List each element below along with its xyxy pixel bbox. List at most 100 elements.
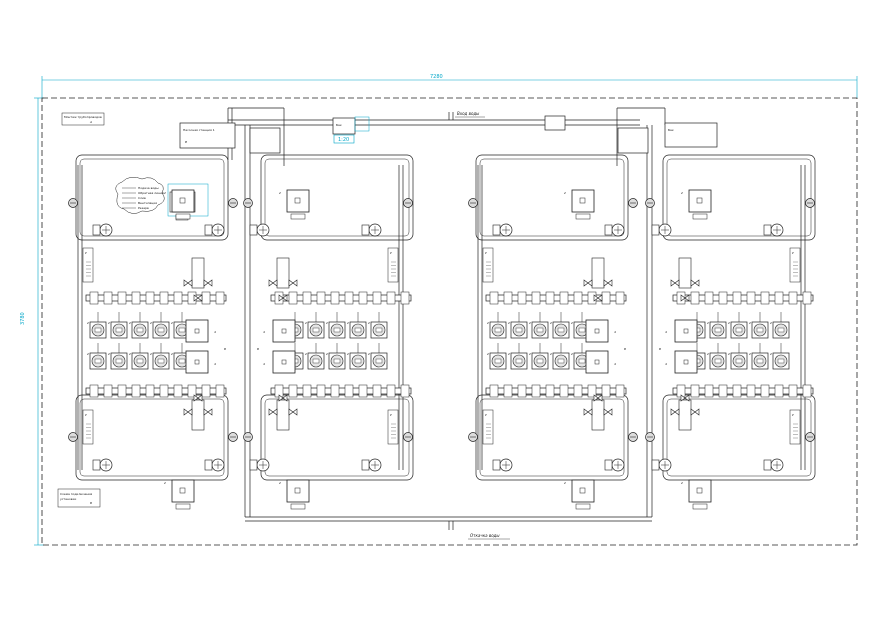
filter-number: 2 bbox=[728, 352, 730, 356]
tank-number: 2 bbox=[681, 481, 683, 485]
filter-core bbox=[494, 358, 502, 364]
block-letter: Б bbox=[257, 347, 259, 351]
manifold-tap bbox=[746, 384, 756, 398]
return-manifold bbox=[485, 387, 627, 395]
pump-cross bbox=[614, 461, 622, 469]
manifold-tap bbox=[145, 384, 155, 398]
manifold-tap bbox=[774, 291, 784, 305]
manifold-tap bbox=[215, 291, 225, 305]
motor-icon bbox=[492, 224, 501, 236]
gate-valve-icon bbox=[278, 394, 288, 402]
sheet-border bbox=[41, 97, 858, 546]
callout-line-text: Резерв bbox=[138, 206, 149, 210]
filter-core bbox=[714, 327, 722, 333]
cell-number: 4 bbox=[665, 362, 667, 366]
filter-number: 2 bbox=[368, 321, 370, 325]
motor-icon bbox=[249, 224, 258, 236]
control-port bbox=[194, 328, 200, 334]
motor-icon bbox=[361, 224, 370, 236]
riser-assembly bbox=[191, 399, 205, 431]
pump-station-right-label: Бак bbox=[668, 128, 674, 132]
outlet-label: Откачка воды bbox=[470, 533, 500, 538]
pipe-loop bbox=[662, 154, 816, 241]
gate-valve-icon bbox=[603, 408, 613, 416]
tank-number: 2 bbox=[681, 191, 683, 195]
manifold-tap bbox=[704, 384, 714, 398]
pump-cross bbox=[214, 461, 222, 469]
pump-station-label: Насосная станция 1 bbox=[183, 128, 215, 132]
supply-manifold bbox=[270, 294, 412, 302]
manifold-tap bbox=[344, 384, 354, 398]
gate-valve-icon bbox=[593, 294, 603, 302]
filter-core bbox=[557, 358, 565, 364]
bottom-left-note: Схема подключения установки Б bbox=[57, 488, 101, 508]
filter-core bbox=[536, 358, 544, 364]
filter-core bbox=[557, 327, 565, 333]
manifold-tap bbox=[517, 291, 527, 305]
top-left-note-id: А bbox=[89, 120, 92, 124]
tank-number: 2 bbox=[279, 481, 281, 485]
filter-number: 2 bbox=[571, 321, 573, 325]
legend-id: У bbox=[485, 251, 487, 255]
manifold-tap bbox=[774, 384, 784, 398]
legend-id: У bbox=[792, 413, 794, 417]
tank-port bbox=[294, 197, 301, 204]
pump-station-left: Насосная станция 1 В bbox=[179, 122, 281, 154]
return-manifold bbox=[270, 387, 412, 395]
filter-number: 2 bbox=[508, 321, 510, 325]
tank-valve bbox=[290, 503, 306, 510]
motor-icon bbox=[92, 224, 101, 236]
manifold-tap bbox=[131, 291, 141, 305]
tank-number: 2 bbox=[164, 481, 166, 485]
filter-core bbox=[333, 358, 341, 364]
pump-cross bbox=[102, 226, 110, 234]
pump-cross bbox=[773, 226, 781, 234]
pump-cross bbox=[614, 226, 622, 234]
motor-icon bbox=[92, 459, 101, 471]
pump-cross bbox=[661, 226, 669, 234]
pipe-loop-inner bbox=[264, 398, 410, 477]
filter-number: 2 bbox=[529, 352, 531, 356]
motor-icon bbox=[763, 224, 772, 236]
riser-assembly bbox=[678, 257, 692, 289]
header-pipes bbox=[227, 107, 666, 530]
top-left-note-text: Монтаж трубопроводов bbox=[64, 115, 102, 119]
manifold-tap bbox=[559, 384, 569, 398]
filter-number: 2 bbox=[571, 352, 573, 356]
motor-icon bbox=[763, 459, 772, 471]
pump-station-right: Бак bbox=[617, 122, 718, 154]
pipe-loop bbox=[475, 154, 629, 241]
cell-number: 4 bbox=[263, 362, 265, 366]
manifold-tap bbox=[545, 384, 555, 398]
filter-number: 2 bbox=[129, 321, 131, 325]
tank-port bbox=[579, 487, 586, 494]
pipe-loop-inner bbox=[79, 158, 225, 237]
gate-valve-icon bbox=[680, 294, 690, 302]
filter-number: 2 bbox=[171, 352, 173, 356]
tank-port bbox=[294, 487, 301, 494]
filter-core bbox=[312, 358, 320, 364]
gate-valve-icon bbox=[268, 279, 278, 287]
tank-port bbox=[696, 197, 703, 204]
filter-number: 2 bbox=[305, 321, 307, 325]
filter-number: 2 bbox=[487, 321, 489, 325]
cell-number: 4 bbox=[263, 330, 265, 334]
riser-assembly bbox=[591, 399, 605, 431]
control-port bbox=[683, 359, 689, 365]
manifold-tap bbox=[386, 291, 396, 305]
filter-core bbox=[312, 327, 320, 333]
manifold-tap bbox=[746, 291, 756, 305]
filter-core bbox=[178, 358, 186, 364]
block-letter: Б bbox=[224, 347, 226, 351]
filter-core bbox=[756, 327, 764, 333]
manifold-tap bbox=[372, 384, 382, 398]
callout-line-text: Вентиляция bbox=[138, 201, 157, 205]
legend-id: У bbox=[485, 413, 487, 417]
manifold-tap bbox=[788, 291, 798, 305]
legend-box bbox=[482, 409, 494, 445]
return-manifold bbox=[85, 387, 227, 395]
filter-number: 2 bbox=[150, 352, 152, 356]
